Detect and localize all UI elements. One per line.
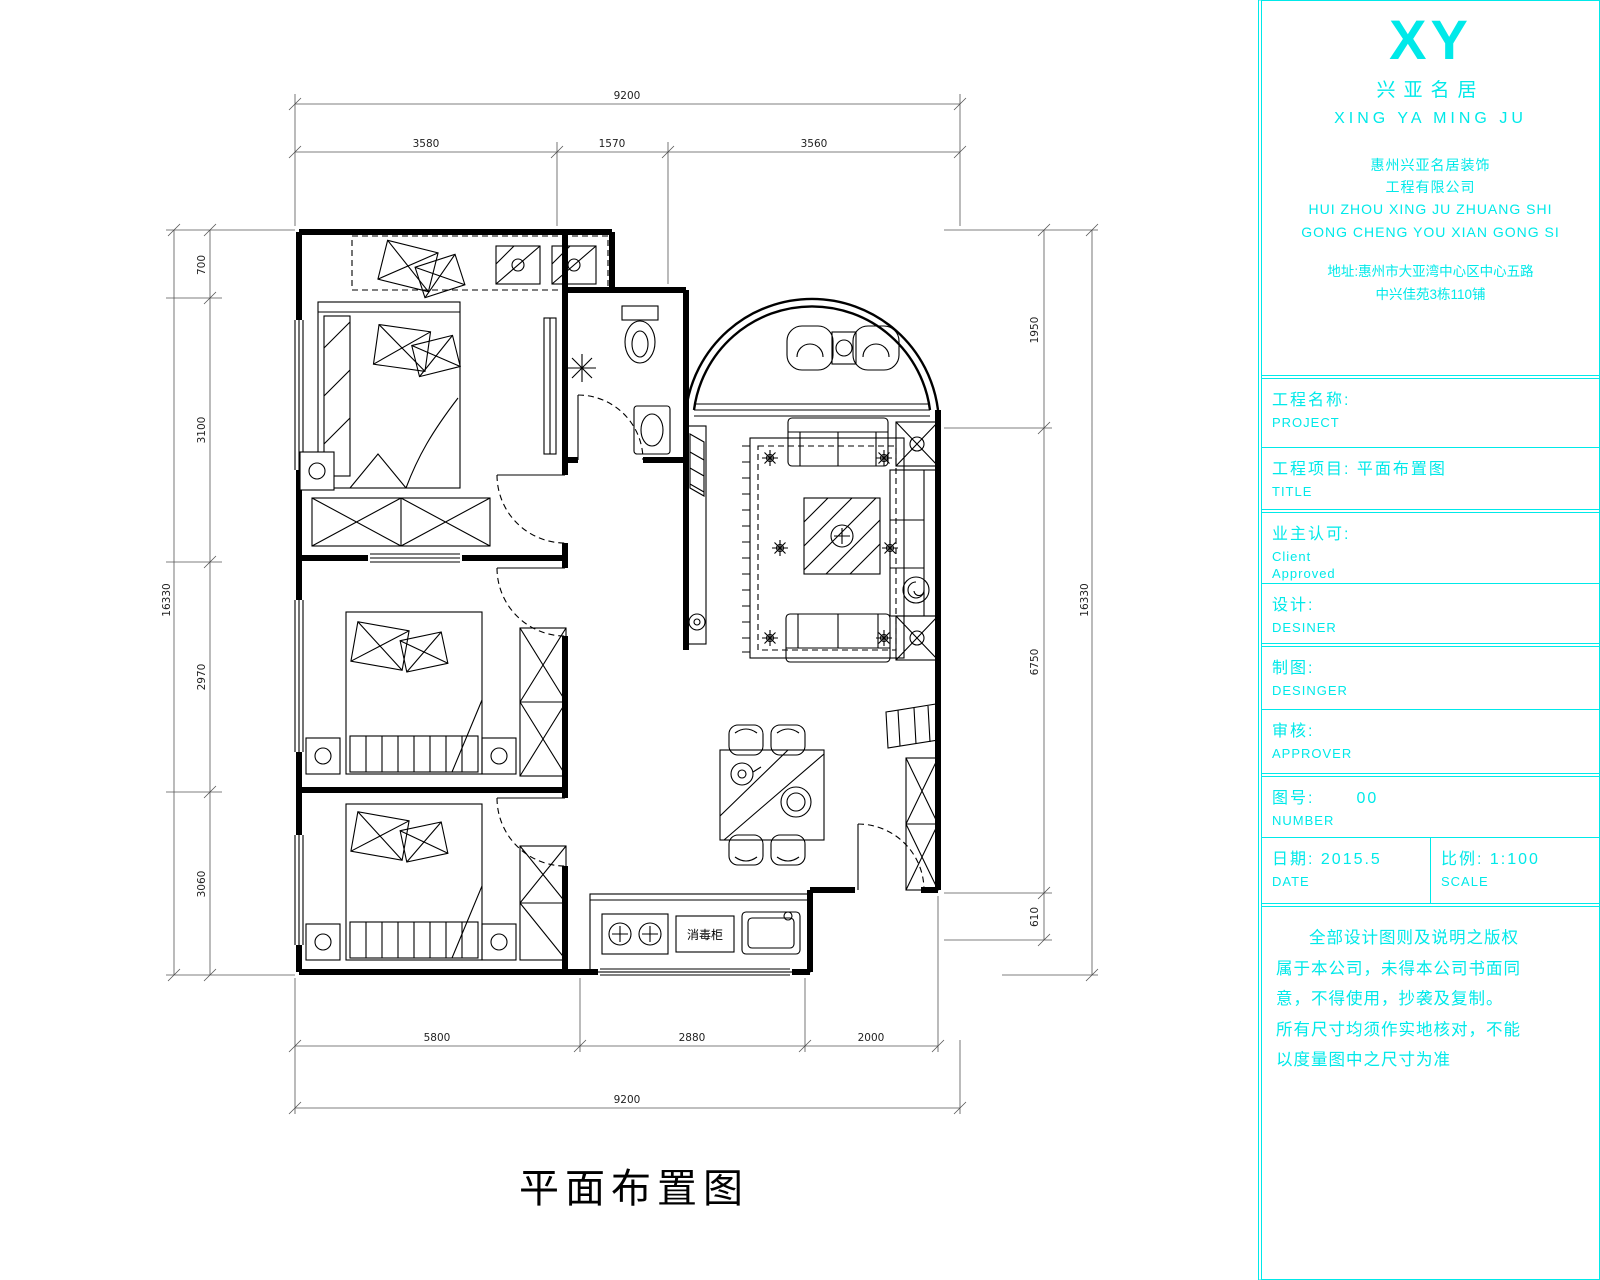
bedroom-1 [299,235,609,547]
disinfection-cabinet-label: 消毒柜 [687,928,723,942]
walls [296,229,941,975]
tv-cabinet [687,425,707,645]
dim-label: 2000 [858,1032,885,1044]
project-label: 工程名称: [1272,392,1351,409]
dim-label: 3580 [413,138,440,150]
dim-label: 5800 [424,1032,451,1044]
row-project: 工程名称: PROJECT [1262,375,1599,447]
row-client: 业主认可: Client Approved [1262,509,1599,583]
dim-label: 3560 [801,138,828,150]
dining-area [719,703,939,891]
dim-label: 16330 [161,583,173,616]
designer-label: 设计: [1272,597,1315,614]
company-address: 地址:惠州市大亚湾中心区中心五路 中兴佳苑3栋110铺 [1327,264,1534,303]
dining-table [719,749,825,841]
sofa-bottom [785,613,891,663]
copyright-note: 全部设计图则及说明之版权 属于本公司，未得本公司书面同 意，不得使用，抄袭及复制… [1262,903,1599,1279]
dim-label: 9200 [614,90,641,102]
client-label: 业主认可: [1272,526,1351,543]
bedroom-2 [305,611,567,777]
dim-label: 610 [1029,907,1041,927]
stove [601,913,669,955]
dim-label: 700 [196,255,208,275]
dim-label: 2970 [196,664,208,691]
row-designer: 设计: DESINER [1262,583,1599,643]
floorplan-drawing: 消毒柜 9200 3580 1570 3560 16330 700 3100 2… [161,90,1099,1211]
living-room [687,417,939,663]
dim-label: 6750 [1029,649,1041,676]
scale-label: 比例: 1:100 [1441,851,1540,868]
dimensions-bottom: 5800 2880 2000 9200 [288,896,967,1115]
company-info: 惠州兴亚名居装饰 工程有限公司 HUI ZHOU XING JU ZHUANG … [1301,156,1560,240]
coffee-table [803,497,881,575]
date-cell: 日期: 2015.5 DATE [1262,838,1430,903]
title-label: 工程项目: 平面布置图 [1272,461,1447,478]
date-label: 日期: 2015.5 [1272,851,1382,868]
sofa-top [787,417,889,467]
tall-cabinet [905,757,939,891]
rug [742,437,905,659]
doors [496,394,925,891]
approver-label: 审核: [1272,723,1315,740]
date-sublabel: DATE [1272,874,1310,889]
designer-sublabel: DESINER [1272,620,1337,635]
client-sublabel: Client Approved [1272,549,1336,581]
balcony-arc-wall [684,297,940,411]
dim-label: 3060 [196,871,208,898]
company-logo: XY [1389,8,1472,71]
bathroom [568,305,671,455]
project-sublabel: PROJECT [1272,415,1340,430]
shoe-cabinet [885,703,939,749]
kitchen: 消毒柜 [589,893,811,973]
dim-label: 1570 [599,138,626,150]
dim-label: 1950 [1029,317,1041,344]
drawing-title: 平面布置图 [519,1166,749,1211]
number-value: 00 [1356,790,1379,807]
windows [293,320,930,978]
balcony [786,325,900,371]
dim-label: 9200 [614,1094,641,1106]
sink [741,911,801,955]
dim-label: 3100 [196,417,208,444]
scale-cell: 比例: 1:100 SCALE [1430,838,1599,903]
dimensions-right: 1950 6750 610 16330 [944,223,1099,982]
row-approver: 审核: APPROVER [1262,709,1599,773]
title-block: XY 兴亚名居 XING YA MING JU 惠州兴亚名居装饰 工程有限公司 … [1258,0,1600,1280]
approver-sublabel: APPROVER [1272,746,1353,761]
dimensions-left: 16330 700 3100 2970 3060 [161,223,295,982]
brand-name-en: XING YA MING JU [1334,109,1527,127]
dim-label: 2880 [679,1032,706,1044]
row-title: 工程项目: 平面布置图 TITLE [1262,447,1599,509]
ceiling-light-icon [568,354,596,382]
scale-sublabel: SCALE [1441,874,1489,889]
number-label: 图号: [1272,790,1315,807]
dim-label: 16330 [1079,583,1091,616]
dimensions-top: 9200 3580 1570 3560 [288,90,967,284]
drafter-label: 制图: [1272,660,1315,677]
plant-swirl [902,576,930,604]
sofa-right [889,469,939,617]
title-block-header: XY 兴亚名居 XING YA MING JU 惠州兴亚名居装饰 工程有限公司 … [1262,1,1599,375]
tv [689,433,705,497]
title-sublabel: TITLE [1272,484,1313,499]
row-number: 图号: 00 NUMBER [1262,773,1599,837]
disinfection-cabinet [675,915,735,953]
row-date-scale: 日期: 2015.5 DATE 比例: 1:100 SCALE [1262,837,1599,903]
drafter-sublabel: DESINGER [1272,683,1348,698]
row-drafter: 制图: DESINGER [1262,643,1599,709]
brand-name-cn: 兴亚名居 [1376,79,1485,101]
number-sublabel: NUMBER [1272,813,1335,828]
bedroom-3 [305,803,567,961]
